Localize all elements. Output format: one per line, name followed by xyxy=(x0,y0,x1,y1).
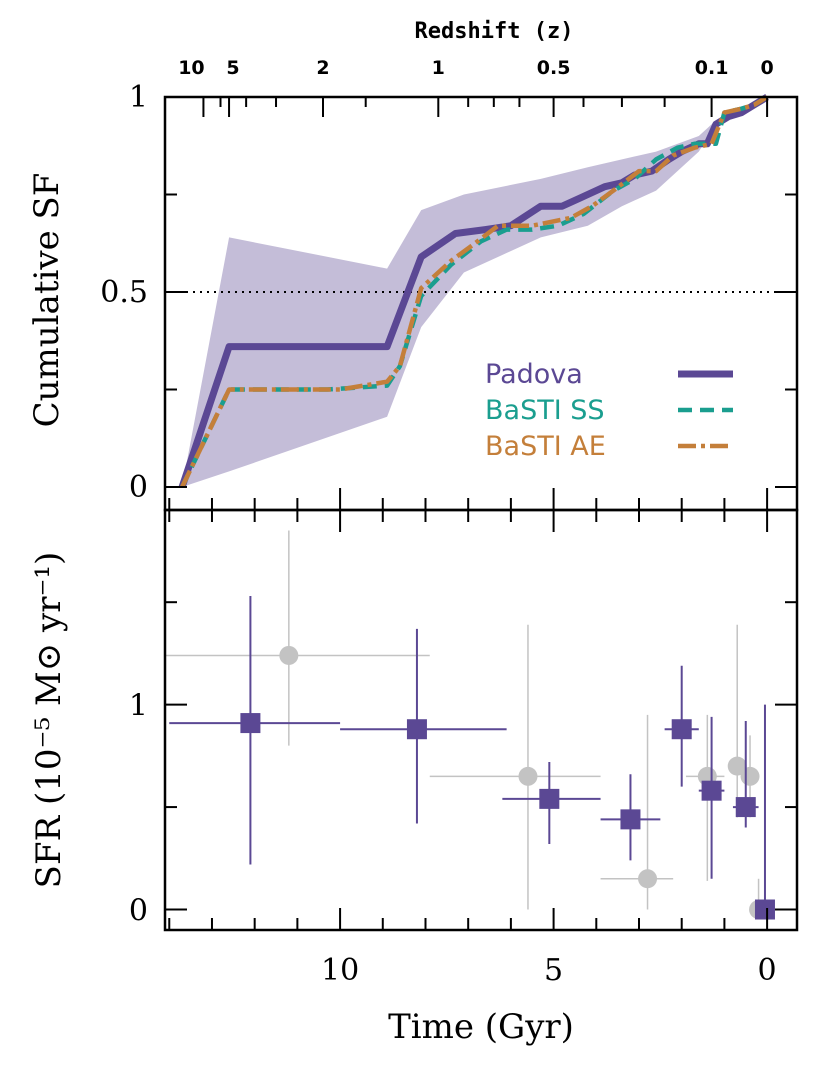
top-axis-title: Redshift (z) xyxy=(415,19,574,44)
redshift-tick-label: 0 xyxy=(760,57,773,79)
redshift-tick-label: 5 xyxy=(226,57,239,79)
basti-point xyxy=(600,714,674,910)
padova-point xyxy=(754,704,775,920)
padova-point xyxy=(340,628,507,824)
redshift-tick-label: 2 xyxy=(316,57,329,79)
sfr-axis-label: SFR (10⁻⁵ M⊙ yr⁻¹) xyxy=(29,552,69,889)
sfr-points xyxy=(165,530,775,920)
square-marker xyxy=(735,797,756,818)
time-axis-label: Time (Gyr) xyxy=(388,1007,574,1047)
padova-point xyxy=(732,721,759,828)
square-marker xyxy=(406,719,427,740)
legend-label-basti-ae: BaSTI AE xyxy=(485,431,606,462)
square-marker xyxy=(240,713,261,734)
square-marker xyxy=(754,899,775,920)
time-tick-label: 10 xyxy=(321,953,359,988)
cumulative-sf-ytick-label: 0 xyxy=(129,470,148,505)
series-line-basti-ss xyxy=(180,95,769,488)
padova-point xyxy=(169,596,341,865)
sfr-ytick-label: 0 xyxy=(129,894,148,929)
cumulative-sf-ytick-label: 0.5 xyxy=(100,275,148,310)
padova-point xyxy=(698,716,725,879)
redshift-tick-label: 10 xyxy=(178,57,204,79)
basti-point xyxy=(429,624,601,910)
padova-point xyxy=(664,665,699,787)
square-marker xyxy=(539,788,560,809)
redshift-tick-label: 1 xyxy=(432,57,445,79)
sfr-ytick-labels: 01 xyxy=(129,689,148,929)
cumulative-sf-ytick-label: 1 xyxy=(129,80,148,115)
circle-marker xyxy=(727,756,747,776)
basti-point xyxy=(165,530,430,746)
time-axis-tick-labels: 10 5 0 xyxy=(321,953,777,988)
series-line-basti-ae xyxy=(180,95,769,488)
redshift-tick-label: 0.5 xyxy=(537,57,571,79)
redshift-tick-label: 0.1 xyxy=(695,57,729,79)
sfr-ytick-label: 1 xyxy=(129,689,148,724)
legend-label-padova: Padova xyxy=(485,359,583,390)
circle-marker xyxy=(279,645,299,665)
time-tick-label: 0 xyxy=(758,953,777,988)
circle-marker xyxy=(518,766,538,786)
square-marker xyxy=(620,809,641,830)
cumulative-sf-series xyxy=(178,94,769,489)
bottom-panel-frame xyxy=(163,508,799,932)
square-marker xyxy=(671,719,692,740)
basti-point xyxy=(727,624,747,818)
circle-marker xyxy=(740,766,760,786)
square-marker xyxy=(701,780,722,801)
circle-marker xyxy=(638,869,658,889)
time-tick-label: 5 xyxy=(544,953,563,988)
bottom-panel-ticks xyxy=(165,510,797,930)
top-axis-tick-labels: 10 5 2 1 0.5 0.1 0 xyxy=(178,57,774,79)
legend-label-basti-ss: BaSTI SS xyxy=(485,395,605,426)
cumulative-sf-axis-label: Cumulative SF xyxy=(27,173,67,428)
padova-point xyxy=(600,774,661,861)
padova-point xyxy=(502,762,601,844)
cumulative-sf-ytick-labels: 00.51 xyxy=(100,80,148,505)
